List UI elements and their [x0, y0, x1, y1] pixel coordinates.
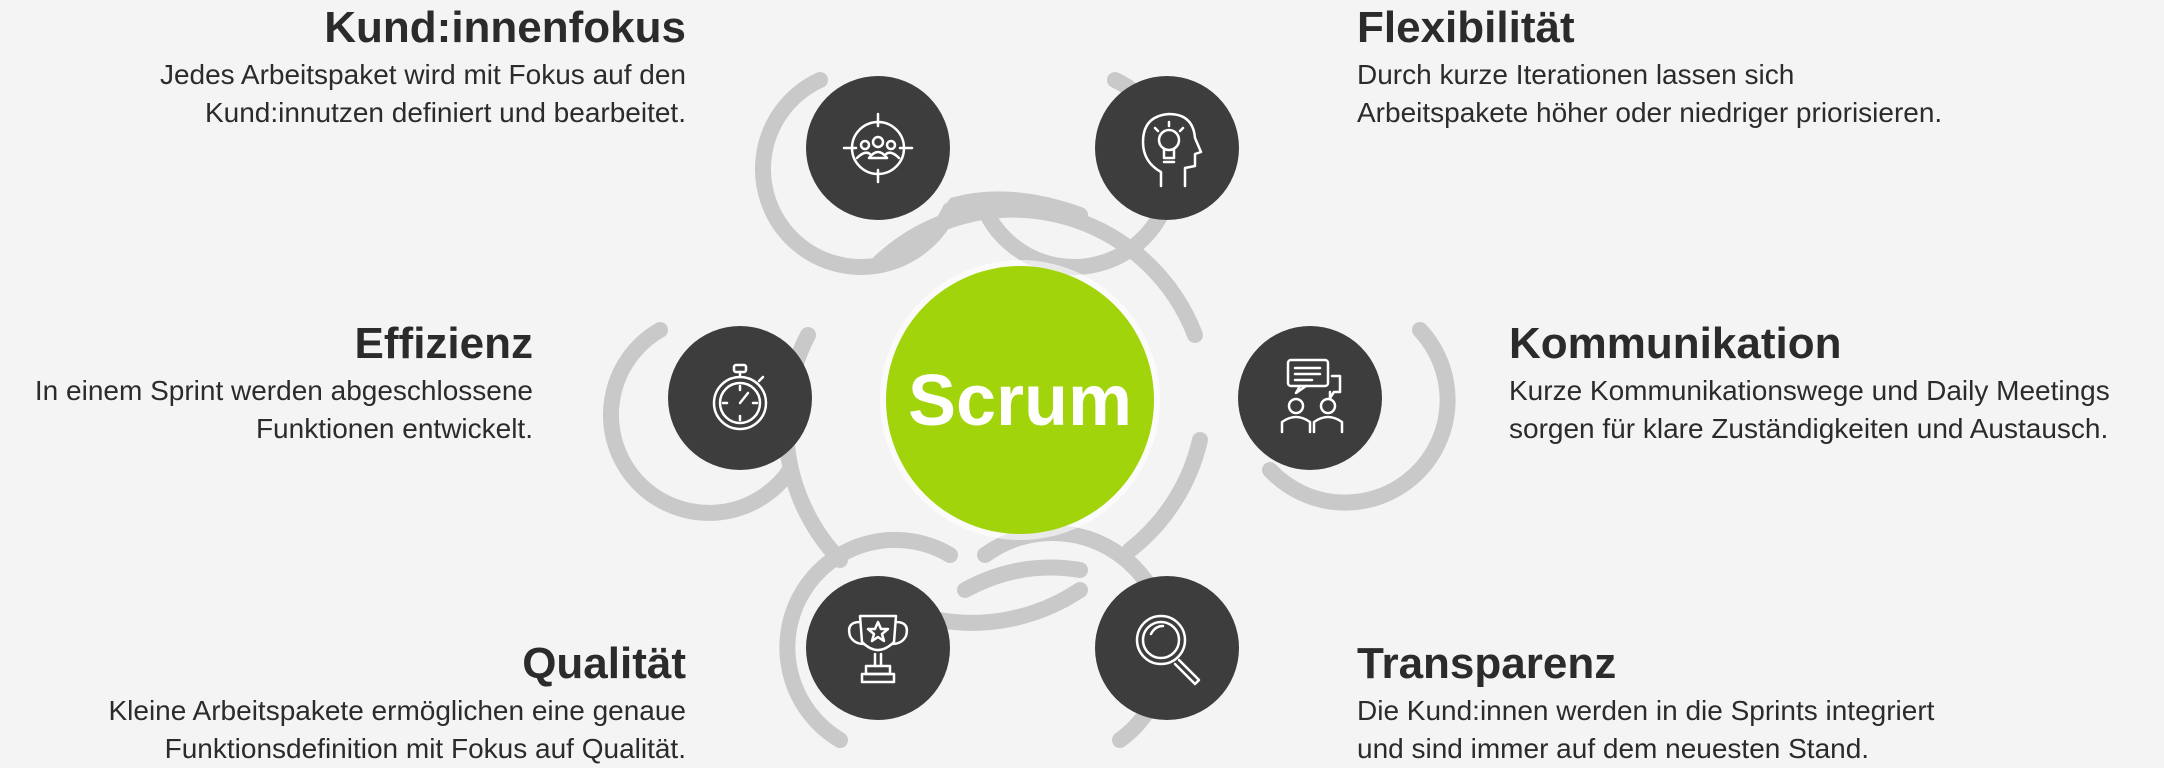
center-circle — [886, 266, 1154, 534]
ring-left — [603, 322, 798, 521]
chat-people-icon — [1280, 358, 1344, 434]
item-effizienz: Effizienz In einem Sprint werden abgesch… — [35, 318, 533, 448]
item-description: Die Kund:innen werden in die Sprints int… — [1357, 695, 1935, 764]
item-title: Flexibilität — [1357, 3, 1575, 52]
node-qualitaet — [806, 576, 950, 720]
item-flexibilitaet: Flexibilität Durch kurze Iterationen las… — [1357, 2, 1942, 132]
item-description: Kurze Kommunikationswege und Daily Meeti… — [1509, 375, 2110, 444]
item-description: Kleine Arbeitspakete ermöglichen eine ge… — [108, 695, 686, 764]
item-kommunikation: Kommunikation Kurze Kommunikationswege u… — [1509, 318, 2110, 448]
head-lightbulb-icon — [1141, 112, 1203, 188]
magnifier-icon — [1135, 614, 1201, 686]
item-description: Jedes Arbeitspaket wird mit Fokus auf de… — [159, 59, 686, 128]
item-title: Effizienz — [354, 319, 533, 368]
item-qualitaet: Qualität Kleine Arbeitspakete ermögliche… — [108, 638, 686, 768]
item-title: Kommunikation — [1509, 319, 1842, 368]
item-title: Qualität — [522, 639, 686, 688]
stopwatch-icon — [712, 363, 768, 431]
node-transparenz — [1095, 576, 1239, 720]
trophy-icon — [847, 614, 909, 684]
ring-bottom-left — [779, 531, 958, 748]
item-title: Transparenz — [1357, 639, 1617, 688]
node-kommunikation — [1238, 326, 1382, 470]
node-effizienz — [668, 326, 812, 470]
node-flexibilitaet — [1095, 76, 1239, 220]
item-transparenz: Transparenz Die Kund:innen werden in die… — [1357, 638, 1934, 768]
ring-right — [1262, 322, 1456, 511]
ring-top-left — [755, 72, 958, 275]
item-title: Kund:innenfokus — [324, 3, 686, 52]
item-kundinnenfokus: Kund:innenfokus Jedes Arbeitspaket wird … — [160, 2, 686, 132]
center-label: Scrum — [908, 361, 1132, 441]
target-people-icon — [842, 112, 914, 184]
